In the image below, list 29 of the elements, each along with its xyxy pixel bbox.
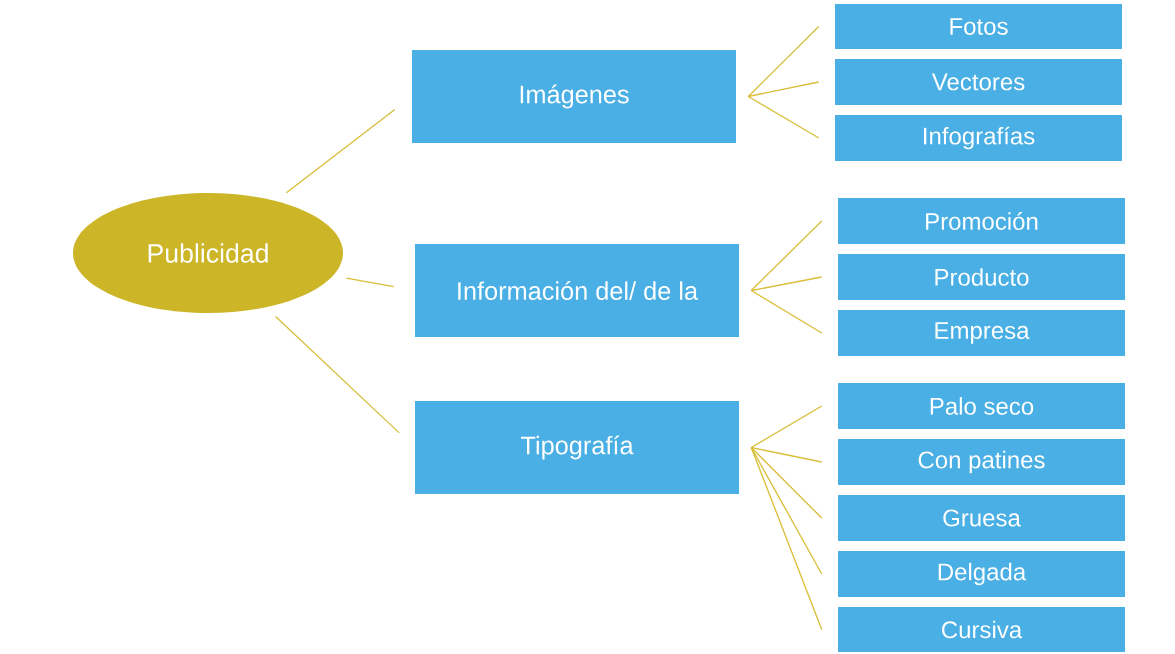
connector-line [747, 81, 820, 98]
subtopic-box: Producto [838, 254, 1125, 300]
connector-line [750, 289, 823, 334]
connector-line [747, 95, 820, 139]
topic-box: Tipografía [415, 401, 739, 494]
connector-line [750, 446, 823, 631]
connector-line [285, 108, 396, 194]
connector-line [274, 315, 400, 434]
connector-line [750, 276, 823, 292]
subtopic-box: Vectores [835, 59, 1122, 105]
subtopic-box: Empresa [838, 310, 1125, 356]
connector-line [750, 446, 823, 463]
subtopic-box: Promoción [838, 198, 1125, 244]
connector-line [750, 446, 823, 519]
subtopic-box: Fotos [835, 4, 1122, 49]
subtopic-box: Cursiva [838, 607, 1125, 652]
connector-line [750, 405, 823, 449]
connector-line [345, 277, 395, 288]
oval: Publicidad [73, 193, 343, 313]
connector-line [750, 220, 823, 292]
connector-line [747, 25, 820, 98]
topic-box: Información del/ de la [415, 244, 739, 337]
subtopic-box: Con patines [838, 439, 1125, 485]
connector-line [750, 446, 823, 575]
subtopic-box: Palo seco [838, 383, 1125, 429]
topic-box: Imágenes [412, 50, 736, 143]
subtopic-box: Gruesa [838, 495, 1125, 541]
subtopic-box: Infografías [835, 115, 1122, 161]
subtopic-box: Delgada [838, 551, 1125, 597]
